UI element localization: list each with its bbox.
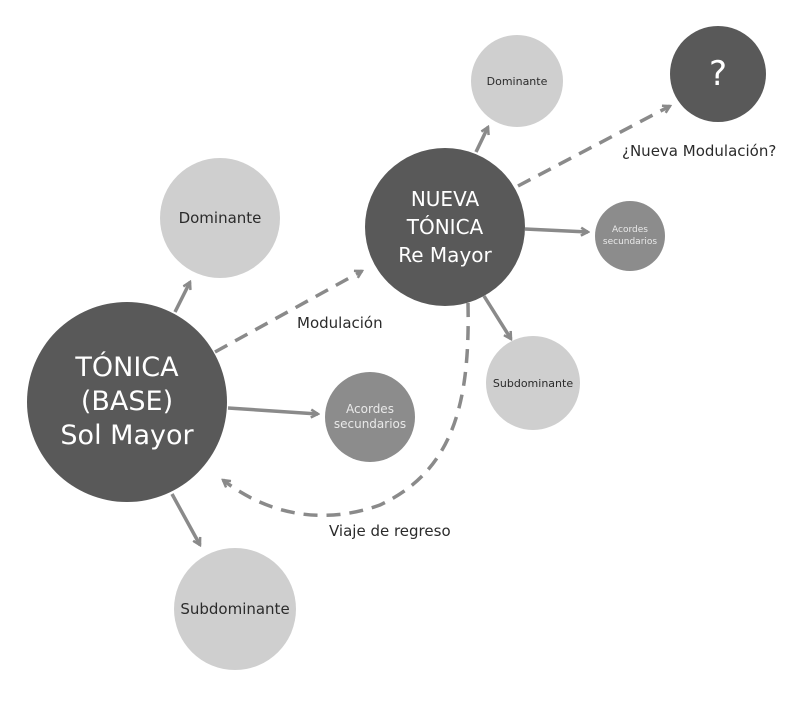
unknown-node: ?	[670, 26, 766, 122]
unknown-node-label: ?	[708, 54, 728, 94]
arrow-modulation	[214, 269, 362, 354]
arrow-to-base-dominant	[173, 282, 190, 313]
base-tonic-line-2: (BASE)	[80, 386, 174, 417]
arrow-to-base-secondary	[227, 406, 318, 414]
new-secondary-line-1: Acordes	[612, 225, 648, 235]
arrow-to-new-secondary	[524, 229, 588, 232]
arrow-to-base-subdominant	[170, 493, 202, 545]
arrow-to-new-dominant	[474, 127, 488, 153]
new-tonic-line-3: Re Mayor	[398, 243, 492, 267]
new-tonic-line-2: TÓNICA	[406, 215, 484, 239]
base-secondary-line-1: Acordes	[346, 402, 394, 416]
arrow-new-modulation	[517, 104, 670, 188]
base-subdominant-label: Subdominante	[180, 600, 290, 618]
arrow-to-new-subdominant	[482, 295, 513, 339]
new-modulation-label: ¿Nueva Modulación?	[622, 142, 777, 160]
new-secondary-node: Acordes secundarios	[595, 201, 665, 271]
base-dominant-label: Dominante	[178, 209, 262, 227]
base-secondary-line-2: secundarios	[333, 417, 407, 431]
new-subdominant-label: Subdominante	[492, 376, 574, 390]
base-tonic-node: TÓNICA (BASE) Sol Mayor	[27, 302, 227, 502]
new-secondary-line-2: secundarios	[602, 237, 658, 247]
modulation-label: Modulación	[297, 314, 383, 332]
new-dominant-node: Dominante	[471, 35, 563, 127]
base-secondary-node: Acordes secundarios	[325, 372, 415, 462]
base-dominant-node: Dominante	[160, 158, 280, 278]
base-subdominant-node: Subdominante	[174, 548, 296, 670]
base-tonic-line-3: Sol Mayor	[60, 420, 194, 451]
new-subdominant-node: Subdominante	[486, 336, 580, 430]
arrow-return-trip	[223, 302, 470, 518]
new-dominant-label: Dominante	[486, 74, 548, 88]
return-trip-label: Viaje de regreso	[329, 522, 451, 540]
base-tonic-line-1: TÓNICA	[75, 352, 179, 383]
new-tonic-node: NUEVA TÓNICA Re Mayor	[365, 148, 525, 306]
new-tonic-line-1: NUEVA	[410, 187, 480, 211]
